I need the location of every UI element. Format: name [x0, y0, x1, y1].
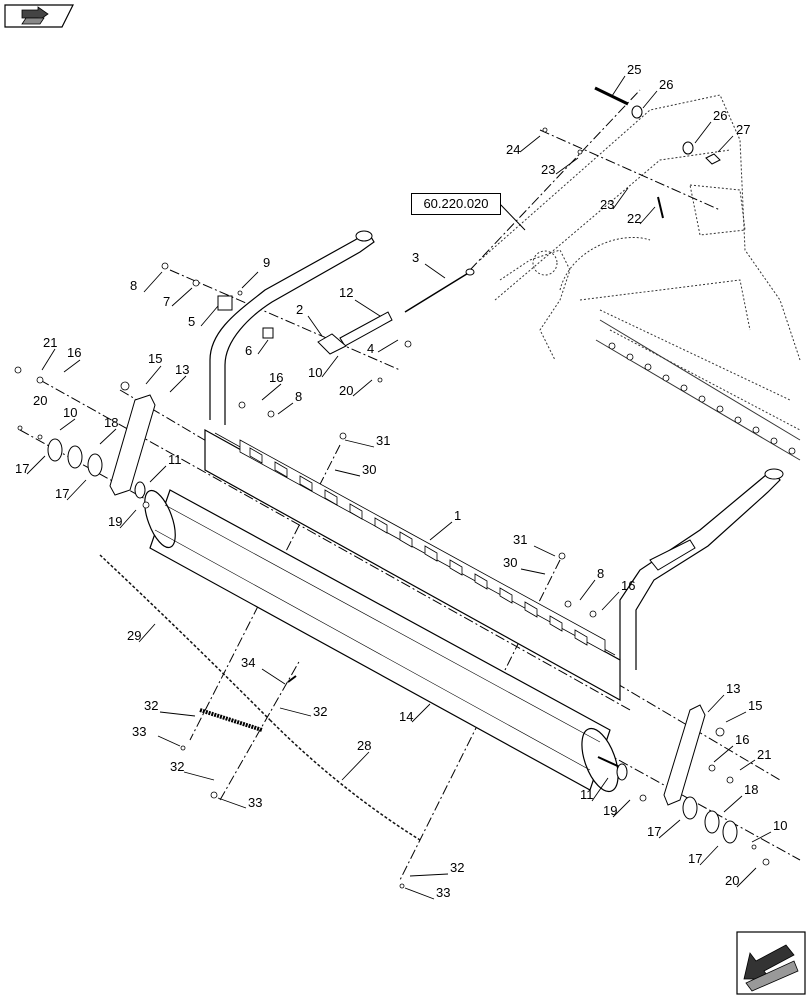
callout-label: 12: [339, 285, 354, 300]
callout-label: 33: [436, 885, 451, 900]
callout-label: 17: [15, 461, 30, 476]
callout-label: 16: [269, 370, 284, 385]
callout-label: 10: [63, 405, 78, 420]
callout-label: 13: [726, 681, 741, 696]
callout-label: 26: [659, 77, 674, 92]
callout-label: 30: [503, 555, 518, 570]
callout-label: 8: [597, 566, 605, 581]
callout-label: 23: [541, 162, 556, 177]
callout-label: 9: [263, 255, 271, 270]
callout-label: 15: [748, 698, 763, 713]
callout-label: 26: [713, 108, 728, 123]
callout-label: 5: [188, 314, 196, 329]
callout-label: 31: [376, 433, 391, 448]
callout-label: 11: [580, 787, 594, 802]
callout-label: 21: [43, 335, 58, 350]
callout-label: 6: [245, 343, 253, 358]
callout-label: 19: [108, 514, 123, 529]
callout-label: 27: [736, 122, 751, 137]
callout-label: 20: [33, 393, 48, 408]
callout-label: 18: [104, 415, 119, 430]
callout-label: 7: [163, 294, 171, 309]
callout-label: 16: [735, 732, 750, 747]
callout-label: 1: [454, 508, 462, 523]
back-arrow-icon[interactable]: [736, 931, 806, 995]
callout-label: 21: [757, 747, 772, 762]
callout-label: 14: [399, 709, 414, 724]
callout-label: 20: [339, 383, 354, 398]
callout-label: 3: [412, 250, 420, 265]
callout-label: 28: [357, 738, 372, 753]
callout-label: 32: [450, 860, 465, 875]
callout-label: 17: [688, 851, 703, 866]
callout-label: 33: [248, 795, 263, 810]
callout-label: 17: [55, 486, 70, 501]
callout-label: 25: [627, 62, 642, 77]
callout-label: 32: [144, 698, 159, 713]
callout-label: 13: [175, 362, 190, 377]
callout-label: 19: [603, 803, 618, 818]
callout-label: 20: [725, 873, 740, 888]
callout-label: 16: [621, 578, 636, 593]
callout-label: 18: [744, 782, 759, 797]
callout-label: 15: [148, 351, 163, 366]
callout-label: 8: [130, 278, 138, 293]
callout-label: 23: [600, 197, 615, 212]
callout-label: 8: [295, 389, 303, 404]
callout-label: 17: [647, 824, 662, 839]
callout-label: 29: [127, 628, 142, 643]
callout-label: 11: [168, 452, 182, 467]
callout-label: 24: [506, 142, 521, 157]
callout-label: 16: [67, 345, 82, 360]
reference-box[interactable]: 60.220.020: [411, 193, 501, 215]
callout-label: 2: [296, 302, 304, 317]
navigation-icon[interactable]: [4, 4, 74, 28]
callout-label: 32: [170, 759, 185, 774]
callout-label: 32: [313, 704, 328, 719]
callout-label: 31: [513, 532, 528, 547]
callout-label: 34: [241, 655, 256, 670]
callout-label: 30: [362, 462, 377, 477]
callout-label: 33: [132, 724, 147, 739]
callout-label: 4: [367, 341, 375, 356]
callout-label: 10: [308, 365, 323, 380]
callout-label: 22: [627, 211, 642, 226]
callout-label: 10: [773, 818, 788, 833]
